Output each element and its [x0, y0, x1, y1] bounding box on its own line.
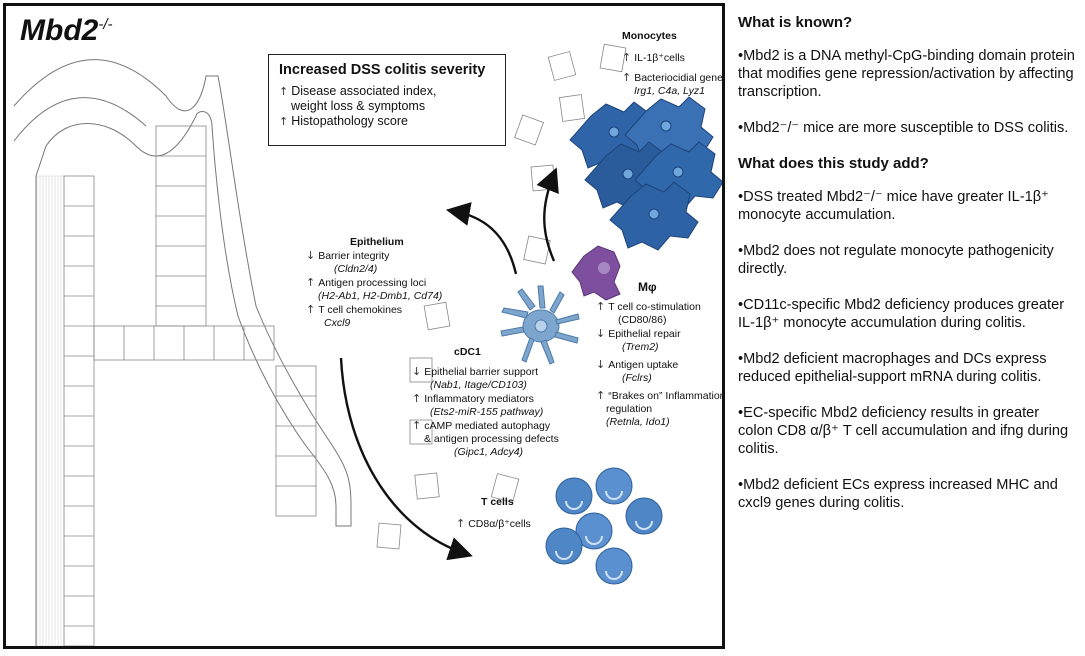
- macrophage-item: Antigen uptake: [608, 359, 679, 371]
- epithelium-item: T cell chemokines: [318, 304, 403, 316]
- down-arrow-icon: ↓: [306, 249, 316, 262]
- up-arrow-icon: ↑: [279, 85, 289, 98]
- adds-item: •CD11c-specific Mbd2 deficiency produces…: [738, 297, 1065, 331]
- macrophage-cell: [571, 245, 621, 301]
- epithelium-item: Barrier integrity: [318, 250, 390, 262]
- cdc1-item: (Ets2-miR-155 pathway): [430, 406, 544, 418]
- arrow-to-tcells: [339, 357, 473, 561]
- epithelium-item: Antigen processing loci: [318, 277, 427, 289]
- diagram-canvas: [13, 43, 722, 646]
- cdc1-heading: cDC1: [454, 346, 481, 358]
- down-arrow-icon: ↓: [596, 327, 606, 340]
- cdc1-item: (Gipc1, Adcy4): [454, 446, 524, 458]
- diagram-panel: Mbd2-/- Increased DSS colitis severity ↑…: [3, 3, 725, 649]
- cdc1-item: Epithelial barrier support: [424, 366, 539, 378]
- adds-item: •Mbd2 deficient ECs express increased MH…: [738, 477, 1058, 511]
- tcells-heading: T cells: [481, 496, 514, 508]
- severity-line-3: Histopathology score: [291, 114, 408, 128]
- macrophage-item: (CD80/86): [618, 314, 667, 326]
- up-arrow-icon: ↑: [279, 115, 289, 128]
- epithelium-heading: Epithelium: [350, 236, 404, 248]
- macrophage-item: T cell co-stimulation: [608, 301, 701, 313]
- macrophage-item: (Trem2): [622, 341, 659, 353]
- up-arrow-icon: ↑: [456, 517, 466, 530]
- adds-item: •EC-specific Mbd2 deficiency results in …: [738, 405, 1069, 457]
- arrow-to-epithelium: [445, 202, 518, 275]
- dendritic-cell: [500, 285, 580, 365]
- macrophage-label: Mφ ↑T cell co-stimulation (CD80/86) ↓Epi…: [596, 280, 725, 429]
- up-arrow-icon: ↑: [412, 392, 422, 405]
- severity-line-1: Disease associated index,: [291, 84, 437, 98]
- severity-heading: Increased DSS colitis severity: [279, 62, 486, 78]
- epithelium-item: (Cldn2/4): [334, 263, 378, 275]
- monocytes-heading: Monocytes: [622, 30, 677, 42]
- adds-item: •Mbd2 does not regulate monocyte pathoge…: [738, 243, 1054, 277]
- tcells-item: CD8α/β⁺cells: [468, 518, 531, 530]
- macrophage-item: (Fclrs): [622, 372, 652, 384]
- known-heading: What is known?: [738, 14, 853, 31]
- macrophage-item: regulation: [606, 403, 653, 415]
- known-item: •Mbd2 is a DNA methyl-CpG-binding domain…: [738, 48, 1075, 100]
- macrophage-heading: Mφ: [638, 280, 657, 294]
- monocytes-item: IL-1β⁺cells: [634, 52, 685, 64]
- monocytes-label: Monocytes ↑IL-1β⁺cells ↑Bacteriocidial g…: [622, 30, 725, 98]
- arrow-to-monocytes: [536, 167, 559, 262]
- up-arrow-icon: ↑: [596, 300, 606, 313]
- epithelium-label: Epithelium ↓Barrier integrity (Cldn2/4) …: [306, 236, 506, 330]
- shed-epithelial-cells: [376, 43, 627, 550]
- down-arrow-icon: ↓: [596, 358, 606, 371]
- macrophage-item: (Retnla, Ido1): [606, 416, 670, 428]
- epithelium-item: Cxcl9: [324, 317, 351, 329]
- summary-sidebar: What is known? •Mbd2 is a DNA methyl-CpG…: [738, 6, 1078, 530]
- tcells-label: T cells ↑CD8α/β⁺cells: [456, 496, 566, 531]
- cdc1-item: Inflammatory mediators: [424, 393, 534, 405]
- tcell-cells: [545, 467, 663, 585]
- known-item: •Mbd2⁻/⁻ mice are more susceptible to DS…: [738, 120, 1069, 136]
- monocytes-item: Irg1, C4a, Lyz1: [634, 85, 706, 97]
- down-arrow-icon: ↓: [412, 365, 422, 378]
- macrophage-item: “Brakes on” Inflammation: [608, 390, 725, 402]
- monocytes-item: Bacteriocidial genes: [634, 72, 725, 84]
- figure-title: Mbd2-/-: [20, 14, 113, 47]
- epithelium-crypt: [13, 59, 352, 646]
- cdc1-label: cDC1 ↓Epithelial barrier support (Nab1, …: [412, 346, 612, 459]
- up-arrow-icon: ↑: [412, 419, 422, 432]
- up-arrow-icon: ↑: [622, 71, 632, 84]
- epithelium-item: (H2-Ab1, H2-Dmb1, Cd74): [318, 290, 443, 302]
- up-arrow-icon: ↑: [306, 303, 316, 316]
- macrophage-item: Epithelial repair: [608, 328, 681, 340]
- monocyte-cells: [569, 96, 722, 251]
- cdc1-item: (Nab1, Itage/CD103): [430, 379, 527, 391]
- adds-item: •DSS treated Mbd2⁻/⁻ mice have greater I…: [738, 189, 1049, 223]
- severity-box: Increased DSS colitis severity ↑Disease …: [268, 54, 506, 146]
- adds-item: •Mbd2 deficient macrophages and DCs expr…: [738, 351, 1047, 385]
- up-arrow-icon: ↑: [596, 389, 606, 402]
- cdc1-item: & antigen processing defects: [424, 433, 559, 445]
- severity-line-2: weight loss & symptoms: [291, 99, 426, 113]
- up-arrow-icon: ↑: [306, 276, 316, 289]
- adds-heading: What does this study add?: [738, 155, 929, 172]
- crypt-cells: [35, 125, 317, 646]
- up-arrow-icon: ↑: [622, 51, 632, 64]
- cdc1-item: cAMP mediated autophagy: [424, 420, 551, 432]
